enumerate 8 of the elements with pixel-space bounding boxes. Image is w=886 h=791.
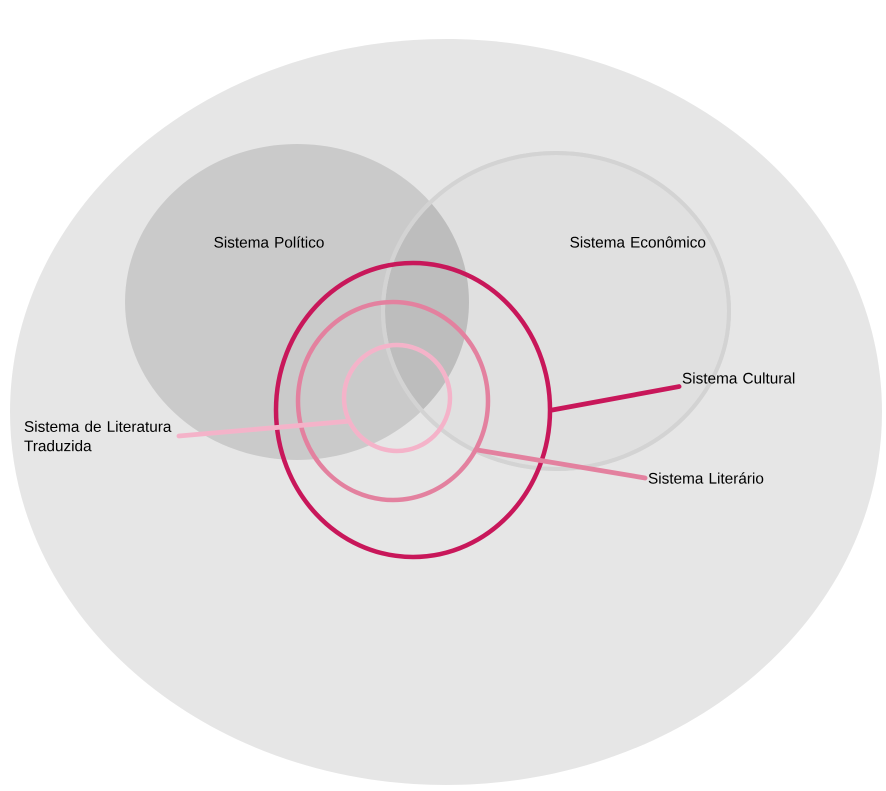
leader-line [550, 384, 682, 412]
leader-line [176, 418, 350, 438]
leader-line [476, 448, 648, 480]
label-text: Sistema Cultural [682, 372, 794, 384]
translated-ring [342, 342, 452, 454]
literary-ring [296, 300, 490, 502]
cultural-ring [274, 260, 552, 560]
label-text: Sistema Literário [648, 472, 764, 484]
